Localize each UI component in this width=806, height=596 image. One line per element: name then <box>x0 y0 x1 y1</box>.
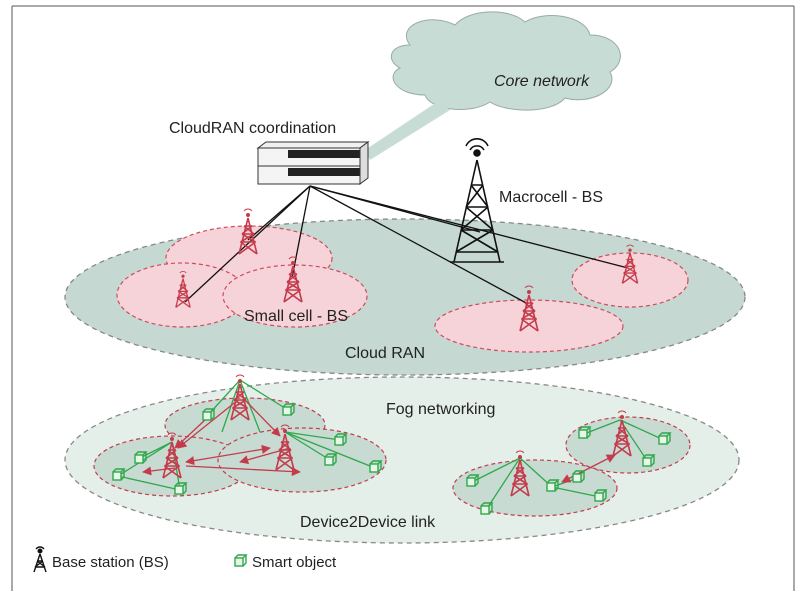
legend-base-station-label: Base station (BS) <box>52 554 169 571</box>
legend-base-station-icon <box>33 546 47 573</box>
fog-networking-label: Fog networking <box>386 401 495 418</box>
macrocell-label: Macrocell - BS <box>499 189 603 206</box>
small-cell-label: Small cell - BS <box>244 308 348 325</box>
legend-smart-object-label: Smart object <box>252 554 337 571</box>
d2d-link-label: Device2Device link <box>300 514 436 531</box>
legend: Base station (BS) Smart object <box>33 546 337 573</box>
core-network-cloud <box>365 11 621 160</box>
macrocell-tower <box>450 138 504 263</box>
core-network-label: Core network <box>494 73 590 90</box>
small-cell-area <box>571 252 689 308</box>
legend-smart-object-icon <box>234 554 247 567</box>
coordination-links <box>184 185 629 305</box>
fog-cell-area <box>217 427 387 493</box>
cloudran-coordination-label: CloudRAN coordination <box>169 120 336 137</box>
cloud-ran-label: Cloud RAN <box>345 345 425 362</box>
cloudran-server <box>256 141 370 185</box>
device-links <box>117 379 665 511</box>
small-cell-area <box>434 299 624 353</box>
